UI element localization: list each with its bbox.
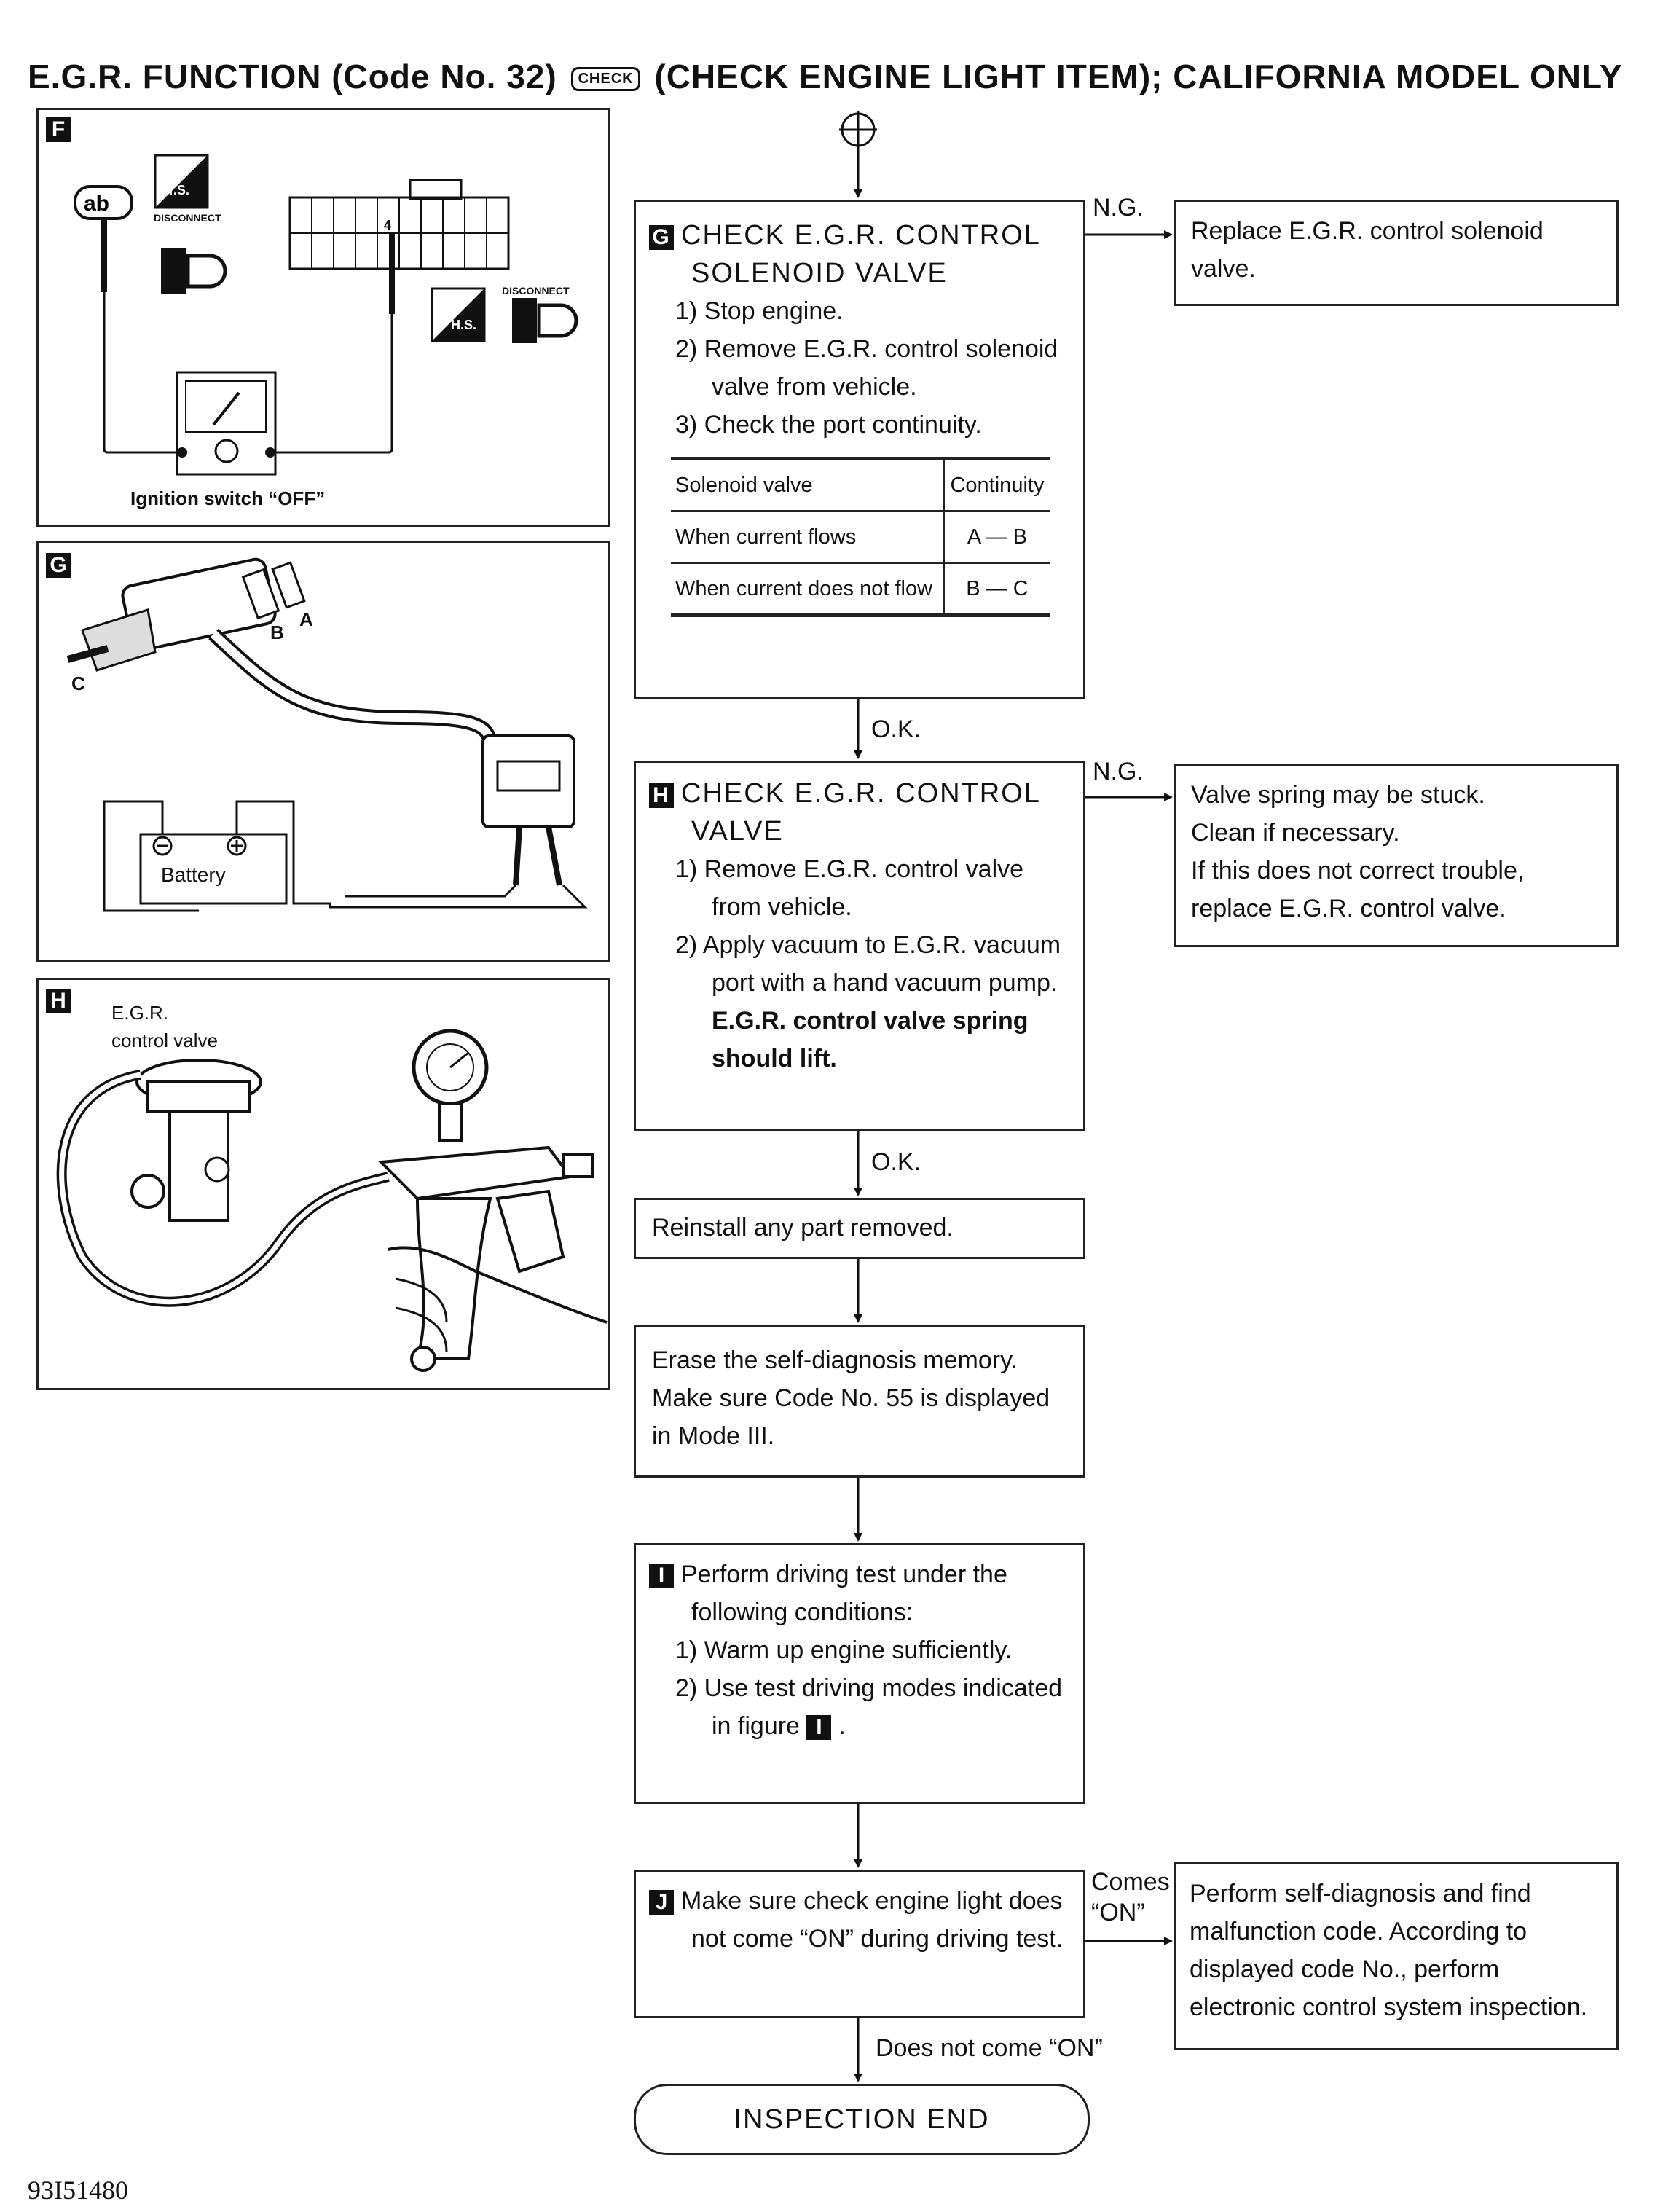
figure-f-caption: Ignition switch “OFF” xyxy=(130,487,326,509)
figure-h-drawing xyxy=(56,1029,608,1372)
continuity-table-header: Solenoid valve Continuity xyxy=(671,457,1050,512)
step-g-heading-1: CHECK E.G.R. CONTROL xyxy=(681,220,1041,251)
step-h-box: H CHECK E.G.R. CONTROL VALVE 1) Remove E.… xyxy=(634,761,1085,1131)
step-g-item-2: 2) Remove E.G.R. control solenoid valve … xyxy=(675,335,1058,401)
step-h-ng-box: Valve spring may be stuck. Clean if nece… xyxy=(1174,764,1619,947)
step-g-item-1: 1) Stop engine. xyxy=(675,297,844,325)
step-h-list: 1) Remove E.G.R. control valve from vehi… xyxy=(649,850,1070,1002)
step-i-tag: I xyxy=(649,1564,674,1588)
comes-on-box: Perform self-diagnosis and find malfunct… xyxy=(1174,1862,1619,2050)
svg-text:ab: ab xyxy=(84,192,109,216)
figure-code: 93I51480 xyxy=(28,2176,128,2205)
step-g-item-3: 3) Check the port continuity. xyxy=(675,411,982,439)
table-row: When current flows A — B xyxy=(671,511,1050,564)
continuity-header-valve: Solenoid valve xyxy=(671,457,945,512)
step-i-list: 1) Warm up engine sufficiently. 2) Use t… xyxy=(649,1631,1070,1745)
ts-label: T.S. xyxy=(167,183,190,197)
port-c-label: C xyxy=(71,672,85,694)
figure-g: G A B C Battery xyxy=(36,541,610,962)
figure-f-tag: F xyxy=(46,117,71,142)
port-b-label: B xyxy=(270,621,284,643)
table-cell: When current flows xyxy=(671,511,945,564)
pin-label: 4 xyxy=(384,218,392,232)
figure-h: H E.G.R. control valve xyxy=(36,978,610,1390)
step-h-item-2: 2) Apply vacuum to E.G.R. vacuum port wi… xyxy=(675,931,1061,997)
ok-label-h: O.K. xyxy=(871,1148,921,1176)
step-h-heading-2: VALVE xyxy=(691,816,784,847)
figure-f-drawing: ab xyxy=(74,154,578,476)
table-cell: B — C xyxy=(943,562,1050,617)
step-h-ng-line-2: Clean if necessary. xyxy=(1191,819,1400,847)
step-h-note: E.G.R. control valve spring should lift. xyxy=(712,1007,1029,1072)
battery-label: Battery xyxy=(161,863,226,886)
step-h-heading-1: CHECK E.G.R. CONTROL xyxy=(681,778,1041,809)
step-j-tag: J xyxy=(649,1890,674,1915)
comes-on-text: Perform self-diagnosis and find malfunct… xyxy=(1190,1880,1588,2021)
step-g-tag: G xyxy=(649,225,674,250)
reinstall-box: Reinstall any part removed. xyxy=(634,1198,1085,1259)
port-a-label: A xyxy=(299,608,313,630)
title-text-post: (CHECK ENGINE LIGHT ITEM); CALIFORNIA MO… xyxy=(654,58,1623,95)
ok-label-g: O.K. xyxy=(871,715,921,743)
table-cell: When current does not flow xyxy=(671,562,945,617)
figure-g-drawing xyxy=(66,557,588,912)
table-cell: A — B xyxy=(943,511,1050,564)
reinstall-text: Reinstall any part removed. xyxy=(652,1214,954,1242)
comes-label-1: Comes xyxy=(1091,1868,1170,1896)
step-j-text: Make sure check engine light does not co… xyxy=(681,1887,1064,1953)
step-h-item-1: 1) Remove E.G.R. control valve from vehi… xyxy=(675,855,1024,921)
disconnect-label-right: DISCONNECT xyxy=(502,285,570,297)
figure-h-tag: H xyxy=(46,989,71,1013)
does-not-come-label: Does not come “ON” xyxy=(876,2034,1103,2062)
erase-box: Erase the self-diagnosis memory. Make su… xyxy=(634,1325,1085,1478)
step-i-heading: Perform driving test under the following… xyxy=(681,1561,1007,1626)
step-g-heading-2: SOLENOID VALVE xyxy=(691,258,948,289)
erase-text: Erase the self-diagnosis memory. Make su… xyxy=(652,1346,1050,1450)
step-h-tag: H xyxy=(649,783,674,808)
step-g-list: 1) Stop engine. 2) Remove E.G.R. control… xyxy=(649,292,1070,444)
step-g-ng-box: Replace E.G.R. control solenoid valve. xyxy=(1174,200,1619,306)
comes-label-2: “ON” xyxy=(1091,1899,1145,1926)
ng-label-h: N.G. xyxy=(1093,758,1144,785)
table-row: When current does not flow B — C xyxy=(671,562,1050,617)
title-text-pre: E.G.R. FUNCTION (Code No. 32) xyxy=(28,58,557,95)
step-g-ng-text: Replace E.G.R. control solenoid valve. xyxy=(1191,217,1544,283)
step-j-box: J Make sure check engine light does not c… xyxy=(634,1870,1085,2018)
continuity-header-continuity: Continuity xyxy=(943,457,1050,512)
step-h-ng-line-3: If this does not correct trouble, replac… xyxy=(1191,857,1525,922)
step-i-item-2: 2) Use test driving modes indicated in f… xyxy=(675,1674,1063,1740)
page-title: E.G.R. FUNCTION (Code No. 32) CHECK (CHE… xyxy=(28,57,1623,96)
figure-h-label-line1: E.G.R. xyxy=(111,1002,169,1024)
figure-f: F ab xyxy=(36,108,610,527)
inspection-end: INSPECTION END xyxy=(634,2084,1090,2155)
step-g-box: G CHECK E.G.R. CONTROL SOLENOID VALVE 1) … xyxy=(634,200,1085,699)
step-i-box: I Perform driving test under the followin… xyxy=(634,1543,1085,1804)
figure-h-label-line2: control valve xyxy=(111,1029,218,1051)
step-i-item-1: 1) Warm up engine sufficiently. xyxy=(675,1636,1013,1664)
step-h-ng-line-1: Valve spring may be stuck. xyxy=(1191,781,1485,809)
figure-i-ref-tag: I xyxy=(806,1715,832,1740)
continuity-table: Solenoid valve Continuity When current f… xyxy=(671,457,1050,617)
hs-label: H.S. xyxy=(451,318,477,332)
ng-label-g: N.G. xyxy=(1093,194,1144,221)
figure-g-tag: G xyxy=(46,553,71,578)
check-engine-icon: CHECK xyxy=(571,67,640,92)
disconnect-label-left: DISCONNECT xyxy=(154,212,221,224)
